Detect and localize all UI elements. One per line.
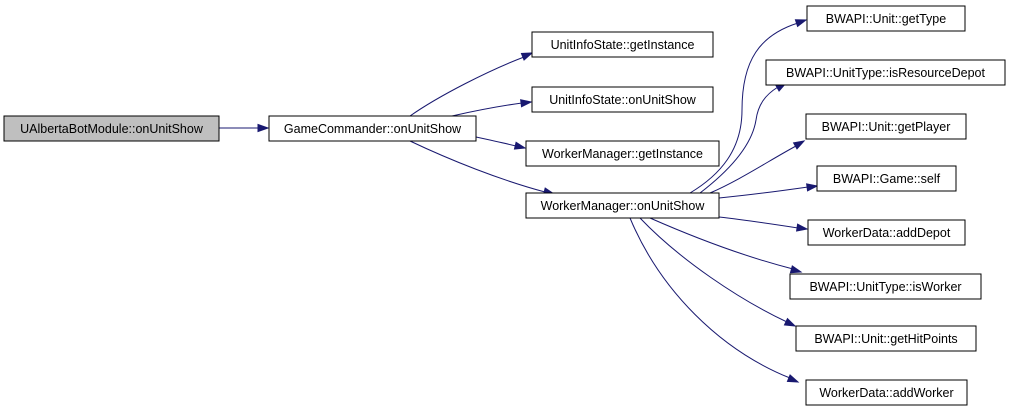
edge-line: [718, 216, 799, 229]
edge-line: [689, 22, 799, 194]
node-box[interactable]: [525, 140, 720, 167]
arrowhead: [786, 374, 800, 383]
arrowhead: [796, 223, 809, 232]
node-uis-gi[interactable]: UnitInfoState::getInstance: [531, 31, 714, 58]
node-box[interactable]: [805, 113, 967, 140]
node-box[interactable]: [816, 165, 957, 192]
node-label: GameCommander::onUnitShow: [284, 122, 462, 136]
node-label: BWAPI::Unit::getHitPoints: [814, 332, 957, 346]
node-label: WorkerData::addWorker: [819, 386, 953, 400]
node-label: UAlbertaBotModule::onUnitShow: [20, 122, 204, 136]
edge-gc-to-uis_gi: [409, 52, 534, 117]
arrowhead: [792, 140, 806, 150]
node-box[interactable]: [765, 59, 1006, 86]
arrowhead: [783, 317, 797, 327]
node-box[interactable]: [525, 192, 720, 219]
nodes-layer: UAlbertaBotModule::onUnitShow GameCommand…: [3, 5, 1006, 406]
node-wd-addworker[interactable]: WorkerData::addWorker: [805, 379, 968, 406]
node-gc[interactable]: GameCommander::onUnitShow: [268, 115, 477, 142]
node-wd-adddepot[interactable]: WorkerData::addDepot: [807, 219, 966, 246]
node-label: WorkerManager::getInstance: [542, 147, 703, 161]
node-label: WorkerData::addDepot: [823, 226, 951, 240]
node-label: BWAPI::UnitType::isWorker: [809, 280, 961, 294]
edge-gc-to-uis_ous: [451, 99, 533, 117]
edge-wm_ous-to-wd_addworker: [629, 217, 800, 383]
edge-line: [709, 145, 797, 194]
edge-wm_ous-to-unit_gettype: [689, 19, 808, 194]
edge-wm_ous-to-unit_gethp: [639, 217, 797, 327]
arrowhead: [789, 265, 803, 274]
node-ut-isrd[interactable]: BWAPI::UnitType::isResourceDepot: [765, 59, 1006, 86]
node-box[interactable]: [807, 219, 966, 246]
arrowhead: [513, 141, 527, 150]
edge-wm_ous-to-game_self: [718, 183, 819, 199]
node-wm-gi[interactable]: WorkerManager::getInstance: [525, 140, 720, 167]
node-unit-gethp[interactable]: BWAPI::Unit::getHitPoints: [795, 325, 977, 352]
node-uis-ous[interactable]: UnitInfoState::onUnitShow: [531, 86, 714, 113]
node-box[interactable]: [789, 273, 982, 300]
edges-layer: [218, 19, 819, 383]
edge-line: [629, 217, 791, 379]
edge-root-to-gc: [218, 123, 270, 133]
node-game-self[interactable]: BWAPI::Game::self: [816, 165, 957, 192]
node-label: BWAPI::Unit::getType: [826, 12, 946, 26]
node-box[interactable]: [795, 325, 977, 352]
arrowhead: [520, 52, 534, 61]
node-box[interactable]: [531, 86, 714, 113]
edge-gc-to-wm_gi: [475, 136, 527, 150]
edge-line: [409, 56, 525, 117]
edge-line: [451, 102, 523, 117]
node-unit-gettype[interactable]: BWAPI::Unit::getType: [806, 5, 966, 32]
arrowhead: [806, 183, 819, 192]
node-label: BWAPI::UnitType::isResourceDepot: [786, 66, 985, 80]
node-box[interactable]: [268, 115, 477, 142]
arrowhead: [794, 19, 808, 28]
edge-line: [639, 217, 788, 323]
node-box[interactable]: [805, 379, 968, 406]
edge-wm_ous-to-unit_getplayer: [709, 140, 806, 194]
node-box[interactable]: [531, 31, 714, 58]
edge-line: [475, 136, 517, 147]
node-label: BWAPI::Game::self: [833, 172, 941, 186]
node-label: UnitInfoState::onUnitShow: [549, 93, 697, 107]
node-box[interactable]: [806, 5, 966, 32]
edge-wm_ous-to-wd_adddepot: [718, 216, 809, 232]
edge-line: [649, 217, 794, 270]
arrowhead: [257, 123, 270, 133]
edge-line: [718, 186, 809, 199]
node-unit-getplayer[interactable]: BWAPI::Unit::getPlayer: [805, 113, 967, 140]
node-root[interactable]: UAlbertaBotModule::onUnitShow: [3, 115, 220, 142]
node-box[interactable]: [3, 115, 220, 142]
node-ut-isworker[interactable]: BWAPI::UnitType::isWorker: [789, 273, 982, 300]
edge-line: [699, 86, 779, 194]
node-label: UnitInfoState::getInstance: [551, 38, 695, 52]
node-label: BWAPI::Unit::getPlayer: [822, 120, 951, 134]
node-wm-ous[interactable]: WorkerManager::onUnitShow: [525, 192, 720, 219]
node-label: WorkerManager::onUnitShow: [541, 199, 706, 213]
edge-wm_ous-to-ut_isworker: [649, 217, 803, 274]
arrowhead: [520, 99, 533, 108]
edge-line: [409, 140, 546, 193]
